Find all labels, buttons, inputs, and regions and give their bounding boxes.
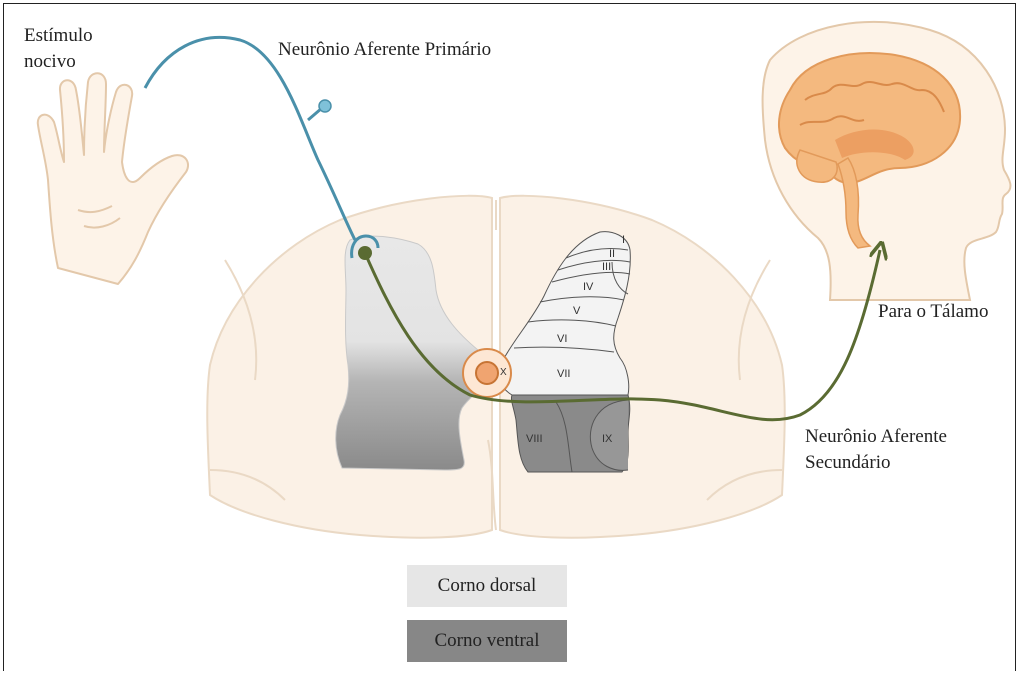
secondary-neuron-label-line1: Neurônio Aferente <box>805 425 947 449</box>
stimulus-label-line2: nocivo <box>24 50 76 74</box>
hand-icon <box>38 73 188 284</box>
head-brain-icon <box>763 22 1011 300</box>
thalamus-label: Para o Tálamo <box>878 300 988 324</box>
lamina-1-label: I <box>622 234 625 246</box>
stimulus-label-line1: Estímulo <box>24 24 93 48</box>
legend-dorsal-label: Corno dorsal <box>438 575 537 597</box>
secondary-neuron-label-line2: Secundário <box>805 451 890 475</box>
lamina-10-label: X <box>500 367 507 378</box>
legend-ventral-horn: Corno ventral <box>407 620 567 662</box>
spinal-cord-icon <box>207 196 784 538</box>
legend-ventral-label: Corno ventral <box>434 630 539 652</box>
lamina-5-label: V <box>573 305 581 317</box>
lamina-9-label: IX <box>602 433 613 445</box>
lamina-7-label: VII <box>557 368 570 380</box>
lamina-3-label: III <box>602 261 611 273</box>
lamina-4-label: IV <box>583 281 594 293</box>
primary-neuron-label: Neurônio Aferente Primário <box>278 38 491 62</box>
legend-dorsal-horn: Corno dorsal <box>407 565 567 607</box>
lamina-8-label: VIII <box>526 433 543 445</box>
lamina-6-label: VI <box>557 333 567 345</box>
lamina-2-label: II <box>609 248 615 260</box>
